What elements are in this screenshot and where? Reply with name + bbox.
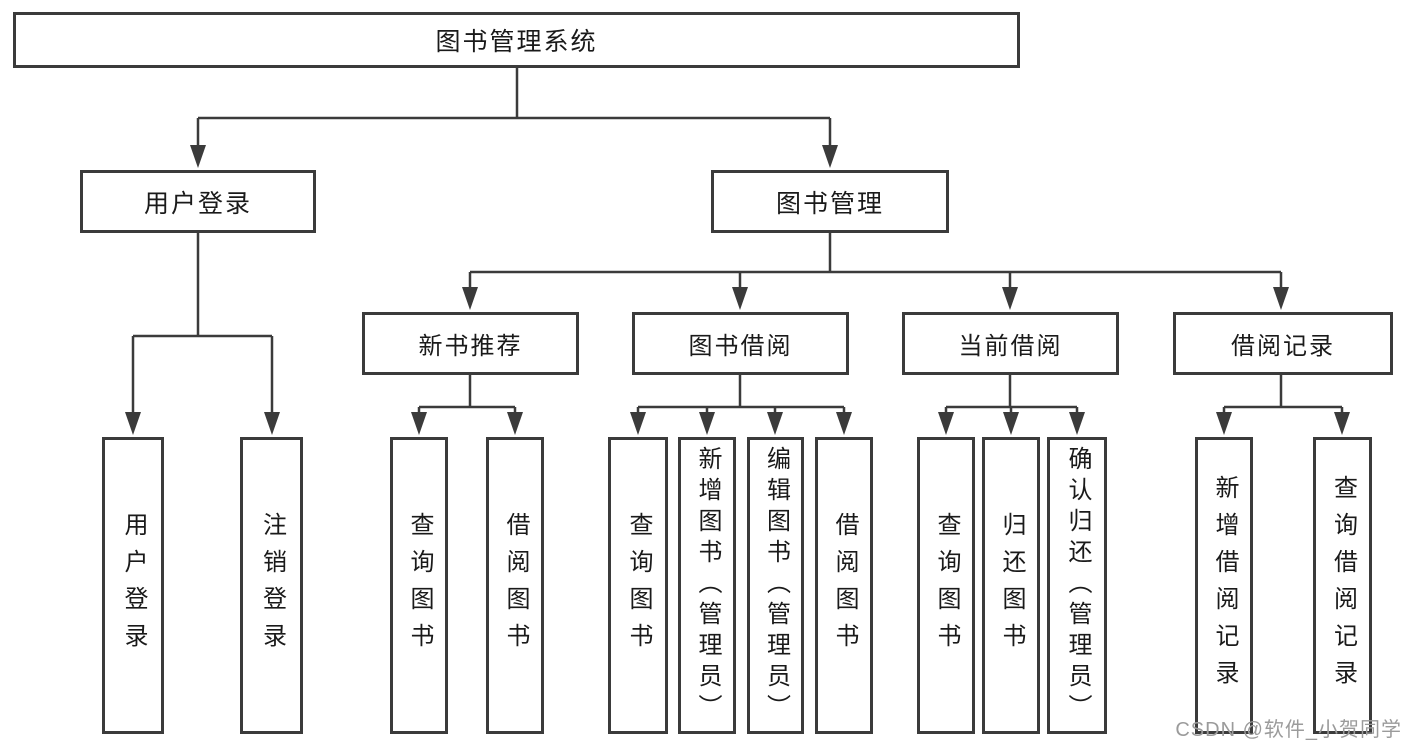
node-label: 借阅图书 <box>831 511 858 660</box>
arrowhead <box>1334 412 1350 435</box>
node-label: 新增图书（管理员） <box>694 446 721 725</box>
csdn-watermark: CSDN @软件_小贺同学 <box>1175 719 1402 741</box>
node-confirm-return-admin: 确认归还（管理员） <box>1047 437 1107 734</box>
arrowhead <box>190 145 206 168</box>
node-book-borrowing: 图书借阅 <box>632 312 849 375</box>
arrowhead <box>1069 412 1085 435</box>
node-query-books-current: 查询图书 <box>917 437 975 734</box>
node-edit-book-admin: 编辑图书（管理员） <box>747 437 804 734</box>
node-label: 借阅记录 <box>1231 333 1335 360</box>
arrowhead <box>630 412 646 435</box>
arrowhead <box>1216 412 1232 435</box>
node-user-login: 用户登录 <box>80 170 316 233</box>
node-label: 确认归还（管理员） <box>1064 446 1091 725</box>
connector-book-borrow <box>636 375 846 418</box>
arrowhead <box>1002 287 1018 310</box>
arrowhead <box>125 412 141 435</box>
node-label: 编辑图书（管理员） <box>762 446 790 725</box>
node-label: 当前借阅 <box>958 333 1063 360</box>
node-label: 查询图书 <box>933 511 960 660</box>
node-label: 用户登录 <box>120 511 147 660</box>
node-label: 新书推荐 <box>418 333 523 360</box>
node-user-login-action: 用户登录 <box>102 437 164 734</box>
connector-root <box>196 68 832 150</box>
node-add-book-admin: 新增图书（管理员） <box>678 437 736 734</box>
node-label: 查询借阅记录 <box>1329 474 1357 697</box>
node-label: 用户登录 <box>143 189 252 218</box>
node-library-system: 图书管理系统 <box>13 12 1020 68</box>
arrowhead <box>699 412 715 435</box>
node-label: 注销登录 <box>258 511 286 660</box>
arrowhead <box>1003 412 1019 435</box>
node-label: 图书借阅 <box>688 333 793 360</box>
node-query-borrow-record: 查询借阅记录 <box>1313 437 1372 734</box>
arrowhead <box>732 287 748 310</box>
node-borrowing-records: 借阅记录 <box>1173 312 1393 375</box>
arrowhead <box>462 287 478 310</box>
node-label: 查询图书 <box>406 511 433 660</box>
connector-current-borrow <box>944 375 1079 418</box>
node-label: 借阅图书 <box>502 511 529 660</box>
node-label: 图书管理 <box>775 189 884 218</box>
node-query-books-recommend: 查询图书 <box>390 437 448 734</box>
node-logout-action: 注销登录 <box>240 437 303 734</box>
arrowhead <box>507 412 523 435</box>
node-book-management: 图书管理 <box>711 170 949 233</box>
connector-book-management <box>468 233 1283 294</box>
arrowhead <box>836 412 852 435</box>
node-new-book-recommendation: 新书推荐 <box>362 312 579 375</box>
arrowhead <box>264 412 280 435</box>
node-add-borrow-record: 新增借阅记录 <box>1195 437 1253 734</box>
connector-new-book <box>417 375 517 418</box>
node-label: 归还图书 <box>998 511 1025 660</box>
arrowhead <box>1273 287 1289 310</box>
node-label: 新增借阅记录 <box>1211 474 1238 697</box>
node-query-books-borrow: 查询图书 <box>608 437 668 734</box>
connector-borrow-records <box>1222 375 1344 418</box>
node-label: 查询图书 <box>625 511 652 660</box>
node-label: 图书管理系统 <box>435 28 598 56</box>
connector-user-login <box>131 233 274 418</box>
arrowhead <box>822 145 838 168</box>
arrowhead <box>767 412 783 435</box>
node-return-book: 归还图书 <box>982 437 1040 734</box>
arrowhead <box>411 412 427 435</box>
arrowhead <box>938 412 954 435</box>
node-current-borrowing: 当前借阅 <box>902 312 1119 375</box>
node-borrow-books-borrow: 借阅图书 <box>815 437 873 734</box>
node-borrow-books-recommend: 借阅图书 <box>486 437 544 734</box>
